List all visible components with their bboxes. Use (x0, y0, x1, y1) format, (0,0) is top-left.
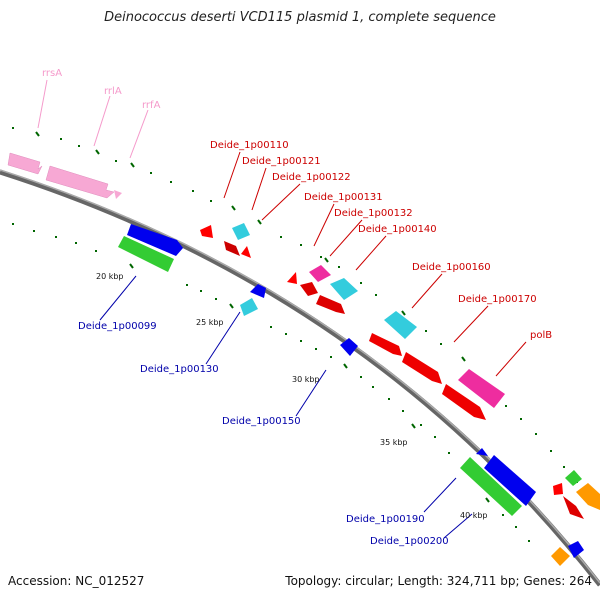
cds-small-blue[interactable] (568, 541, 584, 558)
inner-track-dots (12, 223, 530, 542)
label-Deide_1p00131: Deide_1p00131 (304, 192, 383, 203)
scale-label-35kbp: 35 kbp (380, 438, 408, 447)
cds-Deide_1p00110[interactable] (200, 225, 213, 238)
cds-Deide_1p00130[interactable] (250, 284, 266, 298)
accession-text: Accession: NC_012527 (8, 574, 145, 588)
cds-Deide_1p00140[interactable] (369, 333, 402, 356)
cds-Deide_1p00122[interactable] (241, 246, 251, 258)
cds-cyan-1[interactable] (232, 223, 250, 240)
label-rrlA: rrlA (104, 86, 122, 97)
label-Deide_1p00170: Deide_1p00170 (458, 294, 537, 305)
cds-small-red-1[interactable] (553, 483, 563, 495)
label-polB: polB (530, 330, 552, 341)
label-rrsA: rrsA (42, 68, 62, 79)
label-Deide_1p00140: Deide_1p00140 (358, 224, 437, 235)
forward-leaders (223, 151, 527, 377)
backbone-arc-highlight (0, 169, 600, 584)
cds-cyan-4[interactable] (384, 311, 417, 339)
scale-label-40kbp: 40 kbp (460, 511, 488, 520)
cds-small-red-2[interactable] (563, 496, 584, 519)
summary-text: Topology: circular; Length: 324,711 bp; … (285, 574, 592, 588)
label-rrfA: rrfA (142, 100, 161, 111)
cds-Deide_1p00200[interactable] (460, 457, 522, 516)
cds-magenta-polB[interactable] (458, 369, 505, 408)
reverse-leaders (99, 275, 473, 539)
scale-label-20kbp: 20 kbp (96, 272, 124, 281)
cds-cyan-3[interactable] (330, 278, 358, 300)
label-Deide_1p00130: Deide_1p00130 (140, 364, 219, 375)
label-Deide_1p00190: Deide_1p00190 (346, 514, 425, 525)
label-Deide_1p00122: Deide_1p00122 (272, 172, 351, 183)
rrfA-feature[interactable] (114, 190, 122, 199)
cds-Deide_1p00132[interactable] (316, 295, 345, 314)
cds-Deide_1p00099[interactable] (127, 224, 183, 256)
label-Deide_1p00200: Deide_1p00200 (370, 536, 449, 547)
cds-cyan-2[interactable] (240, 298, 258, 316)
scale-label-30kbp: 30 kbp (292, 375, 320, 384)
cds-Deide_1p00121[interactable] (224, 241, 240, 256)
cds-Deide_1p00131-left[interactable] (287, 272, 297, 284)
scale-label-25kbp: 25 kbp (196, 318, 224, 327)
cds-Deide_1p00190[interactable] (476, 448, 488, 456)
cds-small-green[interactable] (565, 470, 582, 486)
label-Deide_1p00150: Deide_1p00150 (222, 416, 301, 427)
label-Deide_1p00160: Deide_1p00160 (412, 262, 491, 273)
label-Deide_1p00121: Deide_1p00121 (242, 156, 321, 167)
rrlA-feature[interactable] (45, 165, 115, 199)
cds-Deide_1p00160[interactable] (402, 352, 442, 384)
outer-track-ticks (35, 131, 466, 362)
cds-Deide_1p00099-green[interactable] (118, 236, 174, 272)
label-Deide_1p00099: Deide_1p00099 (78, 321, 157, 332)
cds-Deide_1p00190-blue[interactable] (484, 455, 536, 506)
cds-orange-2[interactable] (551, 547, 570, 566)
cds-orange-1[interactable] (576, 483, 600, 510)
cds-Deide_1p00170[interactable] (442, 384, 486, 420)
rna-leaders (37, 79, 149, 159)
map-title: Deinococcus deserti VCD115 plasmid 1, co… (104, 10, 496, 25)
cds-magenta-1[interactable] (309, 265, 331, 282)
label-Deide_1p00132: Deide_1p00132 (334, 208, 413, 219)
cds-Deide_1p00150[interactable] (340, 338, 358, 356)
cds-Deide_1p00131[interactable] (300, 282, 318, 296)
label-Deide_1p00110: Deide_1p00110 (210, 140, 289, 151)
rrsA-feature[interactable] (7, 152, 43, 175)
backbone-arc (0, 169, 600, 587)
